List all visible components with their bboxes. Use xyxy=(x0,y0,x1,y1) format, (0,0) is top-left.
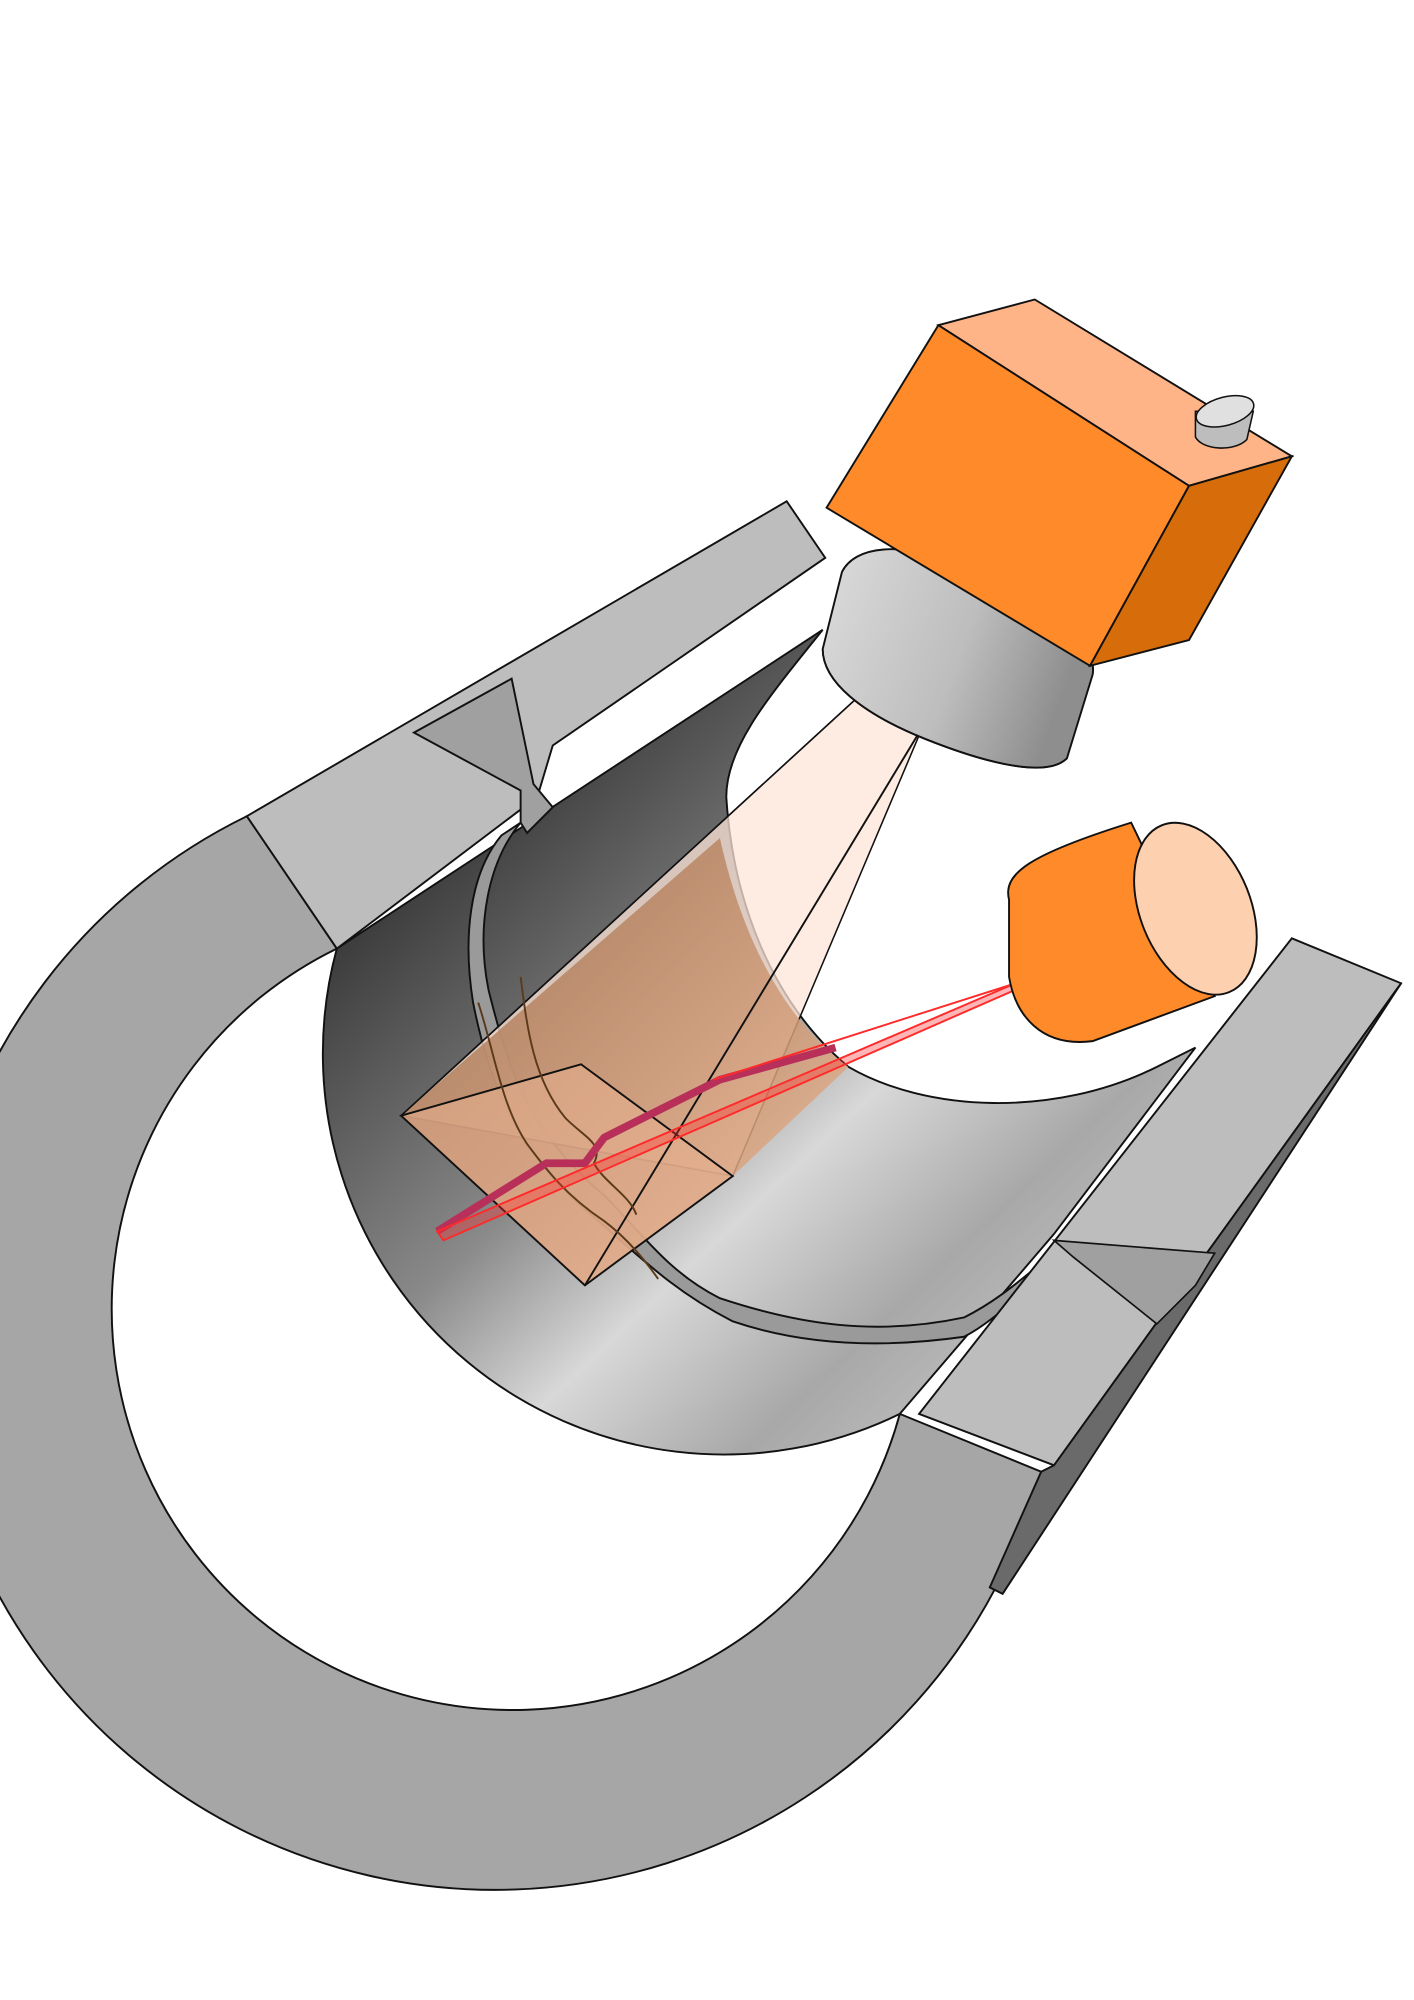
pipe-outer-wall xyxy=(0,814,1043,1891)
pipe-top-cut-face xyxy=(245,499,827,950)
camera-connector xyxy=(1194,394,1255,449)
laser-projector xyxy=(1007,821,1258,1043)
camera-side-face xyxy=(1088,454,1294,668)
pipe-right-side-face xyxy=(988,982,1402,1596)
crack-line xyxy=(477,1002,659,1280)
laser-stripe xyxy=(435,1043,837,1235)
crack-top-notch xyxy=(411,677,555,835)
camera xyxy=(821,298,1295,769)
view-cone-edge xyxy=(400,693,862,1117)
laser-body xyxy=(1007,821,1217,1043)
laser-face xyxy=(1133,821,1258,996)
view-cone-edge xyxy=(584,725,924,1286)
crack-right-edge xyxy=(1051,1239,1217,1326)
camera-lens-ring xyxy=(821,649,1068,769)
laser-beam-edge xyxy=(713,982,1016,1081)
crack-line xyxy=(519,976,638,1215)
